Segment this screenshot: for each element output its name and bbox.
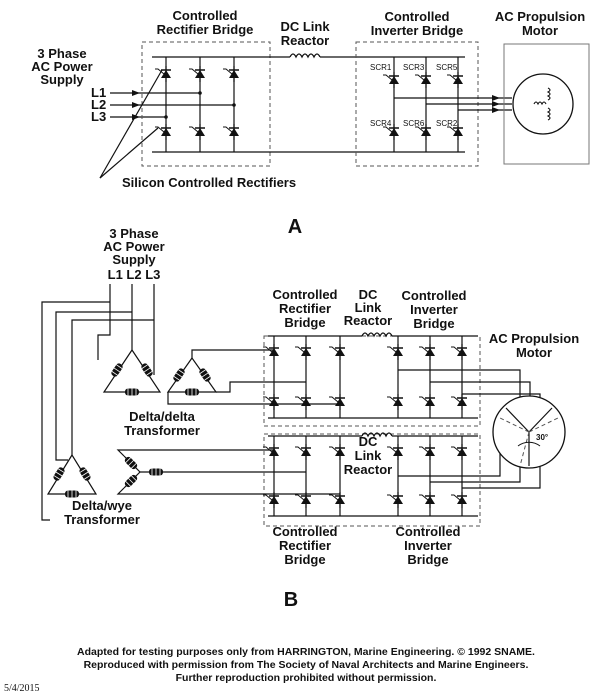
input-lines-a <box>110 90 234 120</box>
inv-bot-label-3: Bridge <box>407 552 448 567</box>
supply-label-a-3: Supply <box>40 72 84 87</box>
reactor-top-label-3: Reactor <box>344 313 392 328</box>
inv-bot-label-2: Inverter <box>404 538 452 553</box>
line-label-l1: L1 <box>91 85 106 100</box>
dc-link-reactor-a <box>289 53 321 58</box>
credit-line-1: Adapted for testing purposes only from H… <box>77 646 535 658</box>
delta-delta-label-1: Delta/delta <box>129 409 196 424</box>
supply-wiring-b <box>41 284 155 521</box>
reactor-top-label-2: Link <box>355 300 382 315</box>
converter-bottom <box>262 432 541 527</box>
motor-label-a-1: AC Propulsion <box>495 9 585 24</box>
rectifier-box-a <box>141 41 271 167</box>
inverter-label-a-1: Controlled <box>385 9 450 24</box>
rect-top-label-2: Rectifier <box>279 301 331 316</box>
supply-label-b-2: AC Power <box>103 239 164 254</box>
rect-bot-label-3: Bridge <box>284 552 325 567</box>
motor-a <box>512 73 574 135</box>
supply-label-a-1: 3 Phase <box>37 46 86 61</box>
line-label-l3: L3 <box>91 109 106 124</box>
footer: 5/4/2015 Adapted for testing purposes on… <box>4 646 535 694</box>
inv-bot-label-1: Controlled <box>396 524 461 539</box>
inverter-label-a-2: Inverter Bridge <box>371 23 463 38</box>
motor-label-b-2: Motor <box>516 345 552 360</box>
figure-letter-b: B <box>284 589 298 611</box>
reactor-bot-label-2: Link <box>355 448 382 463</box>
rect-bot-label-1: Controlled <box>273 524 338 539</box>
delta-wye-primary <box>46 453 98 498</box>
credit-line-2: Reproduced with permission from The Soci… <box>84 659 529 671</box>
rect-top-label-3: Bridge <box>284 315 325 330</box>
figure-b: 3 Phase AC Power Supply L1 L2 L3 <box>41 226 579 611</box>
rect-bot-label-2: Rectifier <box>279 538 331 553</box>
reactor-label-a-1: DC Link <box>280 19 330 34</box>
supply-label-b-3: Supply <box>112 252 156 267</box>
inv-top-label-2: Inverter <box>410 302 458 317</box>
figure-letter-a: A <box>288 216 302 238</box>
scr-label-2: SCR2 <box>436 119 458 128</box>
supply-label-a-2: AC Power <box>31 59 92 74</box>
rect-top-label-1: Controlled <box>273 287 338 302</box>
motor-b: 30° <box>492 395 566 469</box>
delta-delta-label-2: Transformer <box>124 423 200 438</box>
scr-label-1: SCR1 <box>370 63 392 72</box>
delta-delta-primary <box>102 348 162 396</box>
phase-angle-label: 30° <box>536 433 548 442</box>
delta-wye-secondary <box>116 449 340 495</box>
line-labels-b: L1 L2 L3 <box>108 267 161 282</box>
reactor-label-a-2: Reactor <box>281 33 329 48</box>
reactor-bot-label-3: Reactor <box>344 462 392 477</box>
reactor-bot-label-1: DC <box>359 434 378 449</box>
motor-frame-a <box>503 43 590 165</box>
converter-top <box>262 332 541 427</box>
line-label-l2: L2 <box>91 97 106 112</box>
motor-label-b-1: AC Propulsion <box>489 331 579 346</box>
supply-label-b-1: 3 Phase <box>109 226 158 241</box>
rectifier-bridge-a <box>152 56 262 153</box>
inverter-bridge-a: SCR1 SCR3 SCR5 SCR4 SCR6 SCR2 <box>370 56 512 153</box>
inv-top-label-1: Controlled <box>402 288 467 303</box>
delta-delta-secondary <box>166 349 340 405</box>
delta-wye-label-1: Delta/wye <box>72 498 132 513</box>
rectifier-label-a-2: Rectifier Bridge <box>157 22 254 37</box>
scr-label-4: SCR4 <box>370 119 392 128</box>
scr-caption: Silicon Controlled Rectifiers <box>122 175 296 190</box>
credit-line-3: Further reproduction prohibited without … <box>176 672 437 684</box>
motor-label-a-2: Motor <box>522 23 558 38</box>
scr-label-3: SCR3 <box>403 63 425 72</box>
rectifier-label-a-1: Controlled <box>173 8 238 23</box>
scr-label-6: SCR6 <box>403 119 425 128</box>
date-stamp: 5/4/2015 <box>4 683 40 694</box>
reactor-top-label-1: DC <box>359 287 378 302</box>
delta-wye-label-2: Transformer <box>64 512 140 527</box>
inv-top-label-3: Bridge <box>413 316 454 331</box>
scr-label-5: SCR5 <box>436 63 458 72</box>
figure-a: 3 Phase AC Power Supply L1 L2 L3 Control… <box>31 8 590 238</box>
